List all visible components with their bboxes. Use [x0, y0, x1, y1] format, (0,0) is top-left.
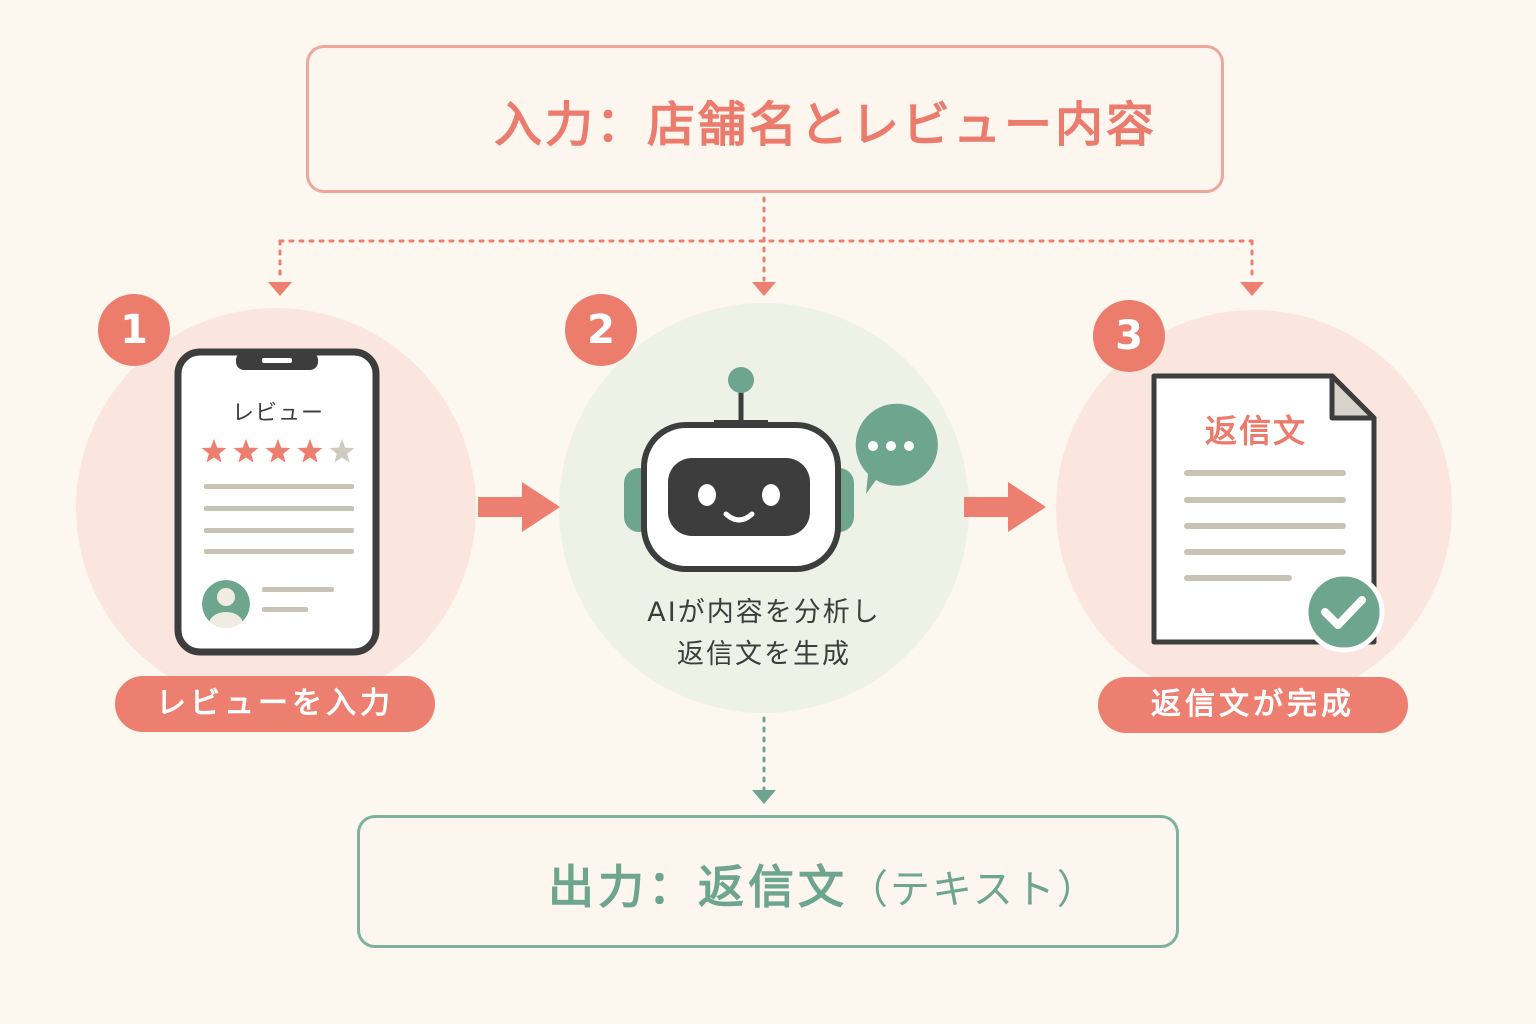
output-connector — [752, 716, 776, 804]
document-title: 返信文 — [1204, 412, 1307, 450]
star-filled-icon — [297, 439, 323, 463]
step-2-text-line1: AIが内容を分析し — [647, 597, 881, 628]
phone-screen-title: レビュー — [231, 401, 324, 426]
star-filled-icon — [265, 439, 291, 463]
output-title: 出力：返信文（テキスト） — [548, 855, 1099, 919]
avatar — [202, 580, 250, 628]
output-box — [357, 815, 1179, 948]
robot-icon — [624, 367, 854, 572]
step-2-description: AIが内容を分析し 返信文を生成 — [600, 592, 928, 676]
connector-arrowheads — [268, 282, 1264, 296]
output-title-main: 出力：返信文 — [548, 860, 848, 914]
smartphone-review-icon — [174, 348, 380, 656]
flow-arrow-1-2 — [478, 482, 560, 532]
input-connector — [278, 196, 1254, 282]
step-3-badge: 3 — [1093, 300, 1165, 372]
step-1-badge: 1 — [98, 294, 170, 366]
review-lines — [204, 484, 354, 612]
input-box — [306, 45, 1224, 193]
star-empty-icon — [329, 439, 355, 463]
input-title: 入力：店舗名とレビュー内容 — [494, 97, 1158, 153]
step-2-badge: 2 — [565, 294, 637, 366]
step-2-text-line2: 返信文を生成 — [677, 639, 851, 670]
flow-arrow-2-3 — [964, 482, 1046, 532]
step-3-label: 返信文が完成 — [1098, 677, 1408, 733]
star-filled-icon — [233, 439, 259, 463]
step-1-label: レビューを入力 — [115, 676, 435, 732]
star-filled-icon — [201, 439, 227, 463]
robot-chat-bubble-icon — [855, 403, 938, 494]
rating-stars — [201, 439, 355, 463]
document-check-icon — [1151, 373, 1385, 653]
output-title-paren: （テキスト） — [848, 867, 1099, 913]
